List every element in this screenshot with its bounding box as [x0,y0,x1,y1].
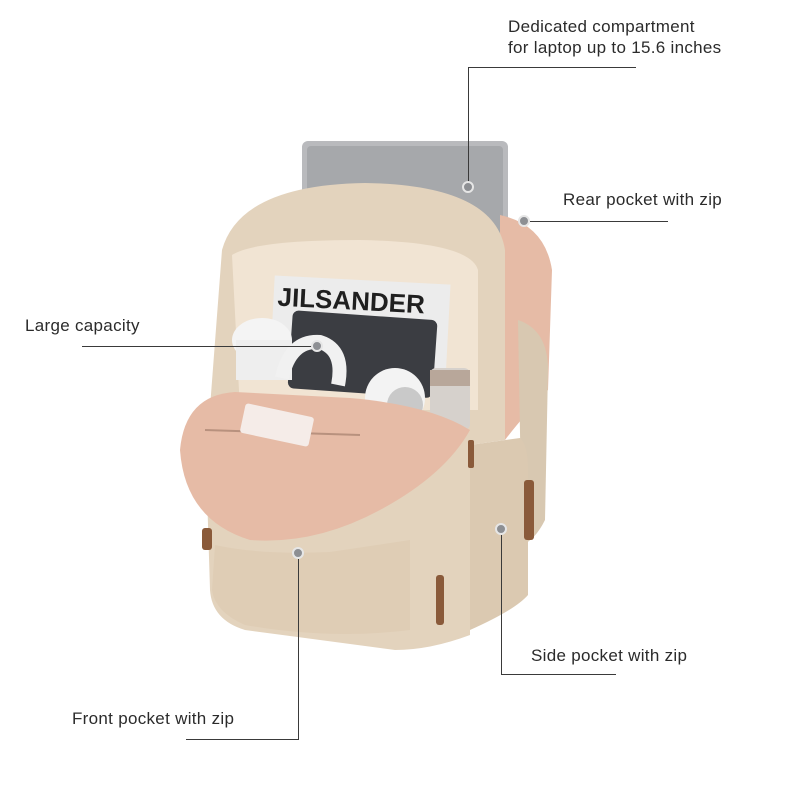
front-pocket [212,540,410,634]
laptop-callout-line [468,67,469,187]
side-pocket-label: Side pocket with zip [531,646,688,665]
capacity-callout-dot [311,340,323,352]
front-pocket-label: Front pocket with zip [72,709,235,728]
front-pocket-callout-line [298,559,299,740]
rear-pocket-label: Rear pocket with zip [563,190,723,209]
zip-pull-front [436,575,444,625]
laptop-compartment-label: Dedicated compartment for laptop up to 1… [508,16,722,58]
pouch-item [240,403,314,447]
side-pocket-callout-line [501,674,616,675]
laptop-label-line2: for laptop up to 15.6 inches [508,38,722,57]
side-strap-tab [524,480,534,540]
large-capacity-label: Large capacity [25,316,140,335]
front-pocket-callout-dot [292,547,304,559]
capacity-callout-line [82,346,316,347]
side-pocket-callout-dot [495,523,507,535]
rear-pocket-callout-line [530,221,668,222]
laptop-callout-line [468,67,636,68]
front-pocket-callout-line [186,739,299,740]
rear-pocket-callout-dot [518,215,530,227]
side-pocket-callout-line [501,535,502,675]
laptop-label-line1: Dedicated compartment [508,17,695,36]
laptop-callout-dot [462,181,474,193]
